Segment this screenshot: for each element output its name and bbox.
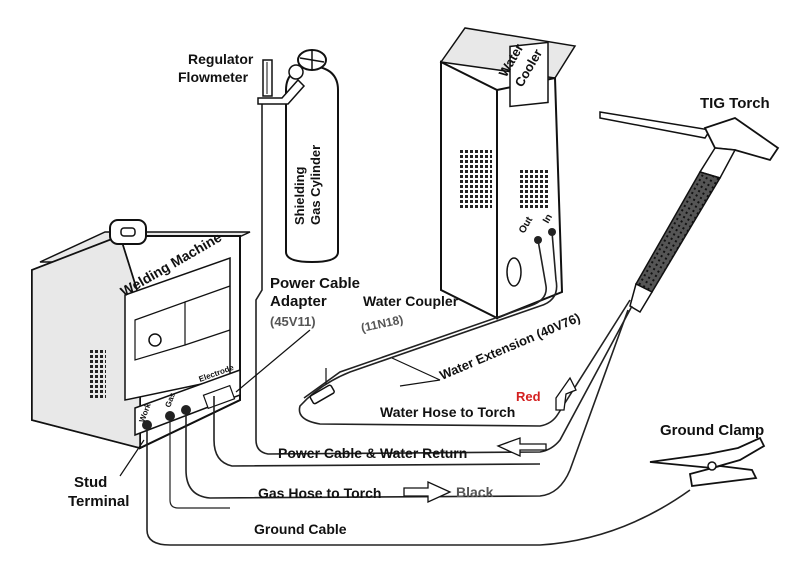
regulator-flowmeter: Regulator Flowmeter <box>178 51 306 118</box>
ground-clamp-label: Ground Clamp <box>660 422 764 439</box>
gas-hose-to-torch-label: Gas Hose to Torch <box>258 485 381 501</box>
regulator-label-line2: Flowmeter <box>178 69 249 85</box>
water-arrow-icon <box>555 376 577 411</box>
water-hose-to-torch-line <box>298 231 631 427</box>
cooler-window <box>509 41 549 108</box>
electrode-terminal <box>202 384 236 410</box>
stud-terminal-label-line2: Terminal <box>68 493 129 510</box>
ground-cable-label: Ground Cable <box>254 521 347 537</box>
water-extension-line <box>303 239 547 399</box>
water-coupler-part: (11N18) <box>360 312 405 335</box>
water-hose-to-torch-label: Water Hose to Torch <box>380 404 515 420</box>
welding-machine: Work Gas Electrode Welding Machine <box>31 219 251 450</box>
power-cable-adapter-pointer <box>235 329 311 393</box>
power-cable-water-return-label: Power Cable & Water Return <box>278 445 467 461</box>
water-extension-label: Water Extension (40V76) <box>437 310 582 383</box>
machine-side-vents <box>88 350 106 400</box>
torch-handle <box>634 171 722 293</box>
gas-cylinder-label-line2: Gas Cylinder <box>308 145 323 225</box>
ground-cable-line <box>146 425 691 546</box>
shielding-gas-cylinder: Shielding Gas Cylinder <box>285 49 339 264</box>
water-coupler <box>309 368 335 405</box>
tig-torch-label: TIG Torch <box>700 95 770 112</box>
stud-terminal-pointer <box>119 439 145 477</box>
machine-knob <box>148 333 162 347</box>
gas-hose-line <box>185 309 629 499</box>
cooler-side-vents <box>458 150 492 210</box>
power-cable-adapter-label-line2: Adapter <box>270 293 327 310</box>
black-annotation: Black <box>456 484 494 500</box>
gas-arrow-icon <box>403 480 452 504</box>
return-arrow-icon <box>496 437 547 458</box>
flow-arrows <box>403 376 577 504</box>
power-cable-adapter-part: (45V11) <box>270 314 316 329</box>
water-coupler-label: Water Coupler <box>363 293 459 309</box>
tig-torch: TIG Torch <box>599 95 780 314</box>
machine-to-torch-cable <box>213 396 541 467</box>
hoses-and-cables <box>146 118 691 546</box>
regulator-label-line1: Regulator <box>188 51 254 67</box>
stud-terminal-label-line1: Stud <box>74 474 107 491</box>
red-annotation: Red <box>516 389 541 404</box>
power-cable-water-return-line <box>255 118 633 455</box>
ground-clamp: Ground Clamp <box>649 422 766 488</box>
cooler-front-vents <box>518 170 550 210</box>
gas-cylinder-label-line1: Shielding <box>292 166 307 225</box>
water-cooler: Out In Water Cooler <box>439 27 577 320</box>
power-cable-adapter-label-line1: Power Cable <box>270 275 360 292</box>
